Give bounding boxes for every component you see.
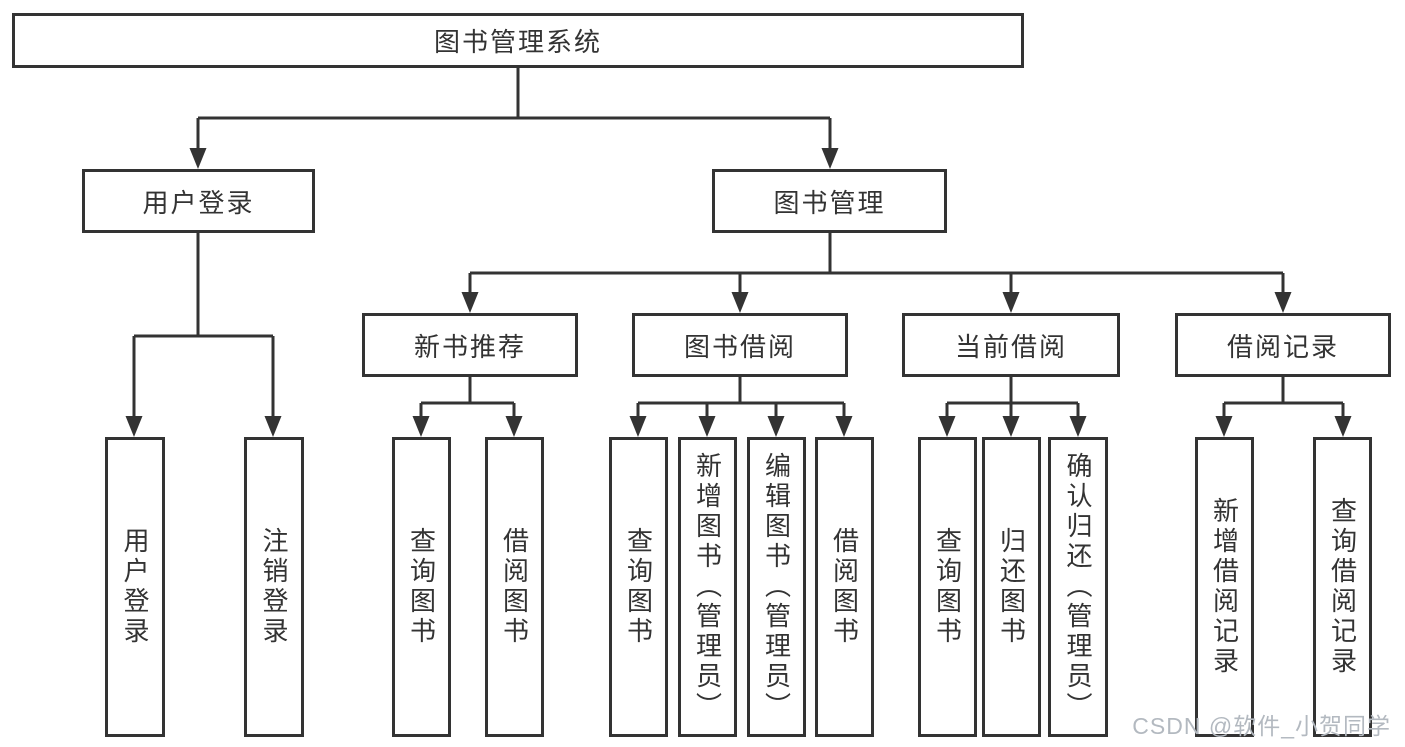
- node-book-borrowing: 图书借阅: [632, 313, 848, 377]
- leaf-label: 用户登录: [120, 527, 150, 647]
- leaf-add-book-admin: 新增图书（管理员）: [678, 437, 737, 737]
- leaf-query-books-recommend: 查询图书: [392, 437, 451, 737]
- leaf-label: 查询图书: [623, 527, 654, 647]
- node-label: 当前借阅: [954, 331, 1067, 362]
- leaf-label: 注销登录: [259, 527, 289, 647]
- node-current-borrowing: 当前借阅: [902, 313, 1120, 377]
- leaf-label: 查询借阅记录: [1327, 497, 1358, 677]
- node-label: 图书管理系统: [433, 27, 602, 57]
- leaf-add-borrow-record: 新增借阅记录: [1195, 437, 1254, 737]
- node-borrowing-records: 借阅记录: [1175, 313, 1391, 377]
- leaf-label: 新增图书（管理员）: [692, 452, 723, 722]
- leaf-logout: 注销登录: [244, 437, 304, 737]
- node-new-book-recommendation: 新书推荐: [362, 313, 578, 377]
- leaf-borrow-books: 借阅图书: [815, 437, 874, 737]
- leaf-label: 借阅图书: [499, 527, 530, 647]
- leaf-return-book: 归还图书: [982, 437, 1041, 737]
- node-library-management-system: 图书管理系统: [12, 13, 1024, 68]
- leaf-query-borrow-record: 查询借阅记录: [1313, 437, 1372, 737]
- node-label: 图书管理: [773, 187, 886, 218]
- leaf-label: 编辑图书（管理员）: [761, 452, 792, 722]
- leaf-label: 确认归还（管理员）: [1063, 452, 1093, 722]
- node-label: 用户登录: [142, 187, 255, 218]
- leaf-borrow-books-recommend: 借阅图书: [485, 437, 544, 737]
- node-book-management: 图书管理: [712, 169, 947, 233]
- leaf-edit-book-admin: 编辑图书（管理员）: [747, 437, 806, 737]
- leaf-label: 新增借阅记录: [1209, 497, 1240, 677]
- leaf-user-login: 用户登录: [105, 437, 165, 737]
- leaf-label: 借阅图书: [829, 527, 860, 647]
- leaf-label: 归还图书: [996, 527, 1027, 647]
- watermark: CSDN @软件_小贺同学: [1132, 713, 1391, 739]
- leaf-label: 查询图书: [932, 527, 963, 647]
- leaf-label: 查询图书: [406, 527, 437, 647]
- leaf-confirm-return-admin: 确认归还（管理员）: [1048, 437, 1108, 737]
- leaf-query-books-current: 查询图书: [918, 437, 977, 737]
- node-label: 新书推荐: [413, 331, 526, 362]
- node-label: 借阅记录: [1226, 331, 1339, 362]
- node-label: 图书借阅: [683, 331, 796, 362]
- leaf-query-books-borrow: 查询图书: [609, 437, 668, 737]
- node-user-login: 用户登录: [82, 169, 315, 233]
